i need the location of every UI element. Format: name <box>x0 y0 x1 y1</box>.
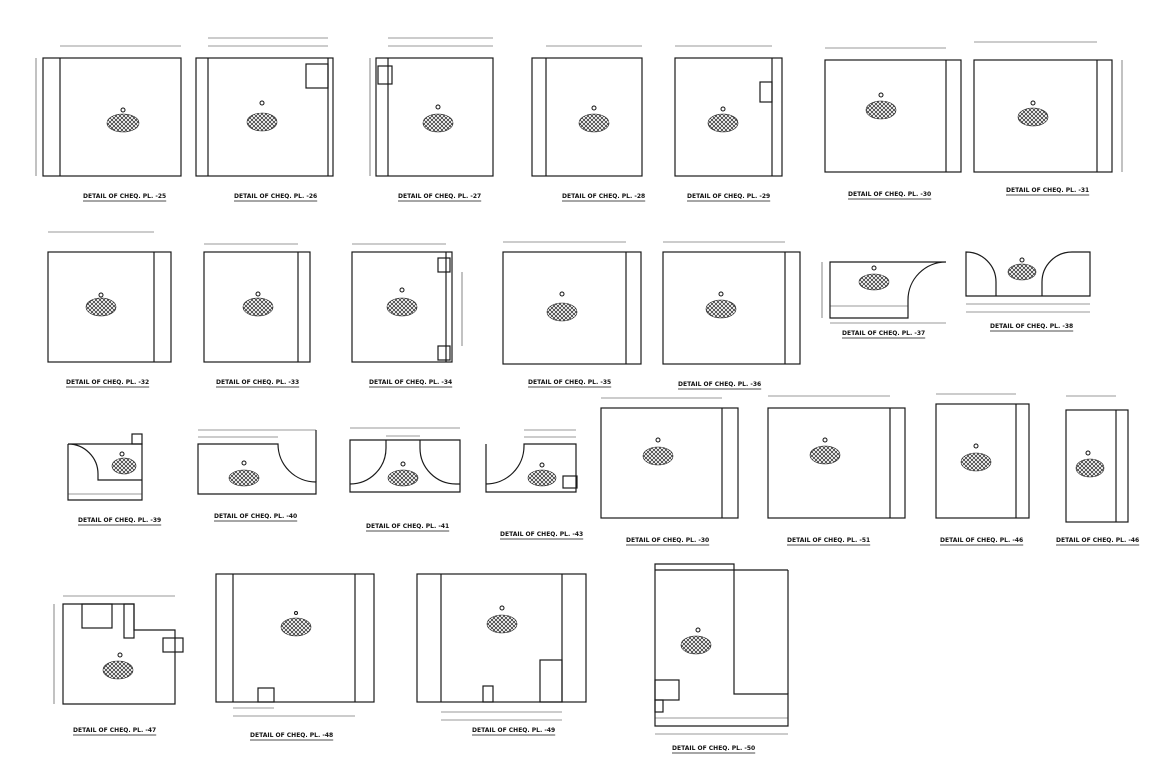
label-plate-47: DETAIL OF CHEQ. PL. -47 <box>73 727 156 734</box>
plate-50: DETAIL OF CHEQ. PL. -50 <box>654 563 789 754</box>
label-plate-41: DETAIL OF CHEQ. PL. -41 <box>366 523 449 530</box>
plate-40: DETAIL OF CHEQ. PL. -40 <box>197 429 317 522</box>
plate-47: DETAIL OF CHEQ. PL. -47 <box>53 595 184 736</box>
label-plate-36: DETAIL OF CHEQ. PL. -36 <box>678 381 761 388</box>
label-plate-31: DETAIL OF CHEQ. PL. -31 <box>1006 187 1089 194</box>
plate-31: DETAIL OF CHEQ. PL. -31 <box>973 41 1123 196</box>
plate-35: DETAIL OF CHEQ. PL. -35 <box>502 241 642 388</box>
label-plate-30: DETAIL OF CHEQ. PL. -30 <box>848 191 931 198</box>
plate-30: DETAIL OF CHEQ. PL. -30 <box>824 47 962 200</box>
plate-27: DETAIL OF CHEQ. PL. -27 <box>369 37 494 202</box>
plate-37: DETAIL OF CHEQ. PL. -37 <box>821 261 947 339</box>
label-plate-50: DETAIL OF CHEQ. PL. -50 <box>672 745 755 752</box>
label-plate-39: DETAIL OF CHEQ. PL. -39 <box>78 517 161 524</box>
label-plate-37: DETAIL OF CHEQ. PL. -37 <box>842 330 925 337</box>
plate-29: DETAIL OF CHEQ. PL. -29 <box>674 45 783 202</box>
plate-39: DETAIL OF CHEQ. PL. -39 <box>67 433 162 526</box>
plate-46-second: DETAIL OF CHEQ. PL. -46 <box>1056 395 1140 546</box>
plate-41: DETAIL OF CHEQ. PL. -41 <box>349 427 461 532</box>
label-plate-32: DETAIL OF CHEQ. PL. -32 <box>66 379 149 386</box>
plate-49: DETAIL OF CHEQ. PL. -49 <box>416 573 587 736</box>
plate-34: DETAIL OF CHEQ. PL. -34 <box>351 243 463 388</box>
label-plate-30-second: DETAIL OF CHEQ. PL. -30 <box>626 537 709 544</box>
plate-30-second: DETAIL OF CHEQ. PL. -30 <box>600 397 739 546</box>
plate-33: DETAIL OF CHEQ. PL. -33 <box>203 243 311 388</box>
label-plate-34: DETAIL OF CHEQ. PL. -34 <box>369 379 452 386</box>
label-plate-43: DETAIL OF CHEQ. PL. -43 <box>500 531 583 538</box>
plate-48: DETAIL OF CHEQ. PL. -48 <box>215 573 375 741</box>
plate-32: DETAIL OF CHEQ. PL. -32 <box>47 231 172 388</box>
label-plate-40: DETAIL OF CHEQ. PL. -40 <box>214 513 297 520</box>
label-plate-26: DETAIL OF CHEQ. PL. -26 <box>234 193 317 200</box>
label-plate-49: DETAIL OF CHEQ. PL. -49 <box>472 727 555 734</box>
plate-25: DETAIL OF CHEQ. PL. -25 <box>35 45 182 202</box>
label-plate-28: DETAIL OF CHEQ. PL. -28 <box>562 193 645 200</box>
plate-51: DETAIL OF CHEQ. PL. -51 <box>767 395 906 546</box>
plate-28: DETAIL OF CHEQ. PL. -28 <box>531 45 646 202</box>
plate-26: DETAIL OF CHEQ. PL. -26 <box>195 37 334 202</box>
plate-36: DETAIL OF CHEQ. PL. -36 <box>662 241 801 390</box>
label-plate-35: DETAIL OF CHEQ. PL. -35 <box>528 379 611 386</box>
label-plate-46-second: DETAIL OF CHEQ. PL. -46 <box>1056 537 1139 544</box>
label-plate-38: DETAIL OF CHEQ. PL. -38 <box>990 323 1073 330</box>
plate-38: DETAIL OF CHEQ. PL. -38 <box>965 251 1091 332</box>
label-plate-51: DETAIL OF CHEQ. PL. -51 <box>787 537 870 544</box>
label-plate-46: DETAIL OF CHEQ. PL. -46 <box>940 537 1023 544</box>
label-plate-48: DETAIL OF CHEQ. PL. -48 <box>250 732 333 739</box>
plate-43: DETAIL OF CHEQ. PL. -43 <box>485 429 584 540</box>
label-plate-29: DETAIL OF CHEQ. PL. -29 <box>687 193 770 200</box>
label-plate-25: DETAIL OF CHEQ. PL. -25 <box>83 193 166 200</box>
label-plate-33: DETAIL OF CHEQ. PL. -33 <box>216 379 299 386</box>
label-plate-27: DETAIL OF CHEQ. PL. -27 <box>398 193 481 200</box>
plate-46: DETAIL OF CHEQ. PL. -46 <box>935 393 1030 546</box>
